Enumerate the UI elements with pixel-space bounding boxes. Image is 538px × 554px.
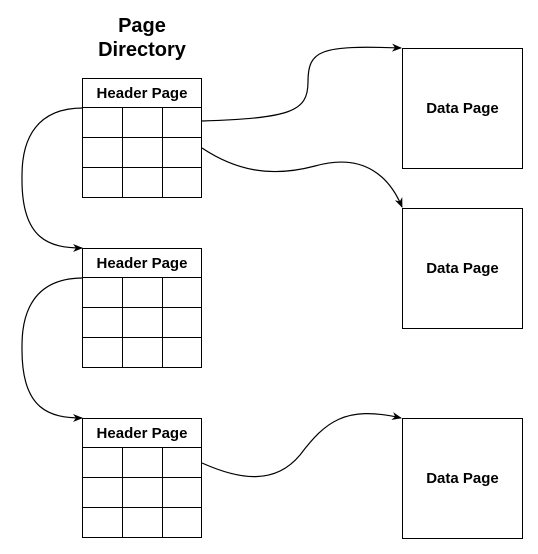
grid-cell: [83, 108, 123, 138]
data-page-1: Data Page: [402, 48, 523, 169]
grid-cell: [163, 168, 201, 197]
arrow-header1-to-datapage1: [201, 43, 402, 122]
grid-cell: [83, 448, 123, 478]
grid-cell: [83, 308, 123, 338]
grid-cell: [83, 338, 123, 367]
title-line: Page: [118, 15, 166, 37]
title-line: Directory: [98, 39, 186, 61]
grid-cell: [163, 138, 201, 168]
header-page-label: Header Page: [83, 249, 201, 278]
grid-cell: [123, 478, 163, 508]
directory-grid: [83, 108, 201, 197]
grid-cell: [163, 478, 201, 508]
grid-cell: [83, 278, 123, 308]
grid-cell: [163, 278, 201, 308]
header-page-label: Header Page: [83, 79, 201, 108]
grid-cell: [123, 448, 163, 478]
grid-cell: [163, 108, 201, 138]
grid-cell: [123, 108, 163, 138]
grid-cell: [123, 308, 163, 338]
grid-cell: [123, 138, 163, 168]
grid-cell: [123, 338, 163, 367]
data-page-3: Data Page: [402, 418, 523, 539]
header-page-label: Header Page: [83, 419, 201, 448]
header-page-1: Header Page: [82, 78, 202, 198]
grid-cell: [163, 338, 201, 367]
grid-cell: [83, 508, 123, 537]
grid-cell: [123, 168, 163, 197]
data-page-2: Data Page: [402, 208, 523, 329]
directory-grid: [83, 278, 201, 367]
directory-grid: [83, 448, 201, 537]
arrow-header1-to-datapage2: [201, 147, 403, 208]
arrow-header1-to-header2: [21, 107, 84, 252]
grid-cell: [83, 138, 123, 168]
grid-cell: [83, 168, 123, 197]
arrow-header3-to-datapage3: [201, 412, 402, 478]
grid-cell: [123, 508, 163, 537]
header-page-3: Header Page: [82, 418, 202, 538]
grid-cell: [163, 508, 201, 537]
grid-cell: [163, 448, 201, 478]
arrow-header2-to-header3: [21, 277, 84, 422]
grid-cell: [123, 278, 163, 308]
header-page-2: Header Page: [82, 248, 202, 368]
grid-cell: [83, 478, 123, 508]
grid-cell: [163, 308, 201, 338]
